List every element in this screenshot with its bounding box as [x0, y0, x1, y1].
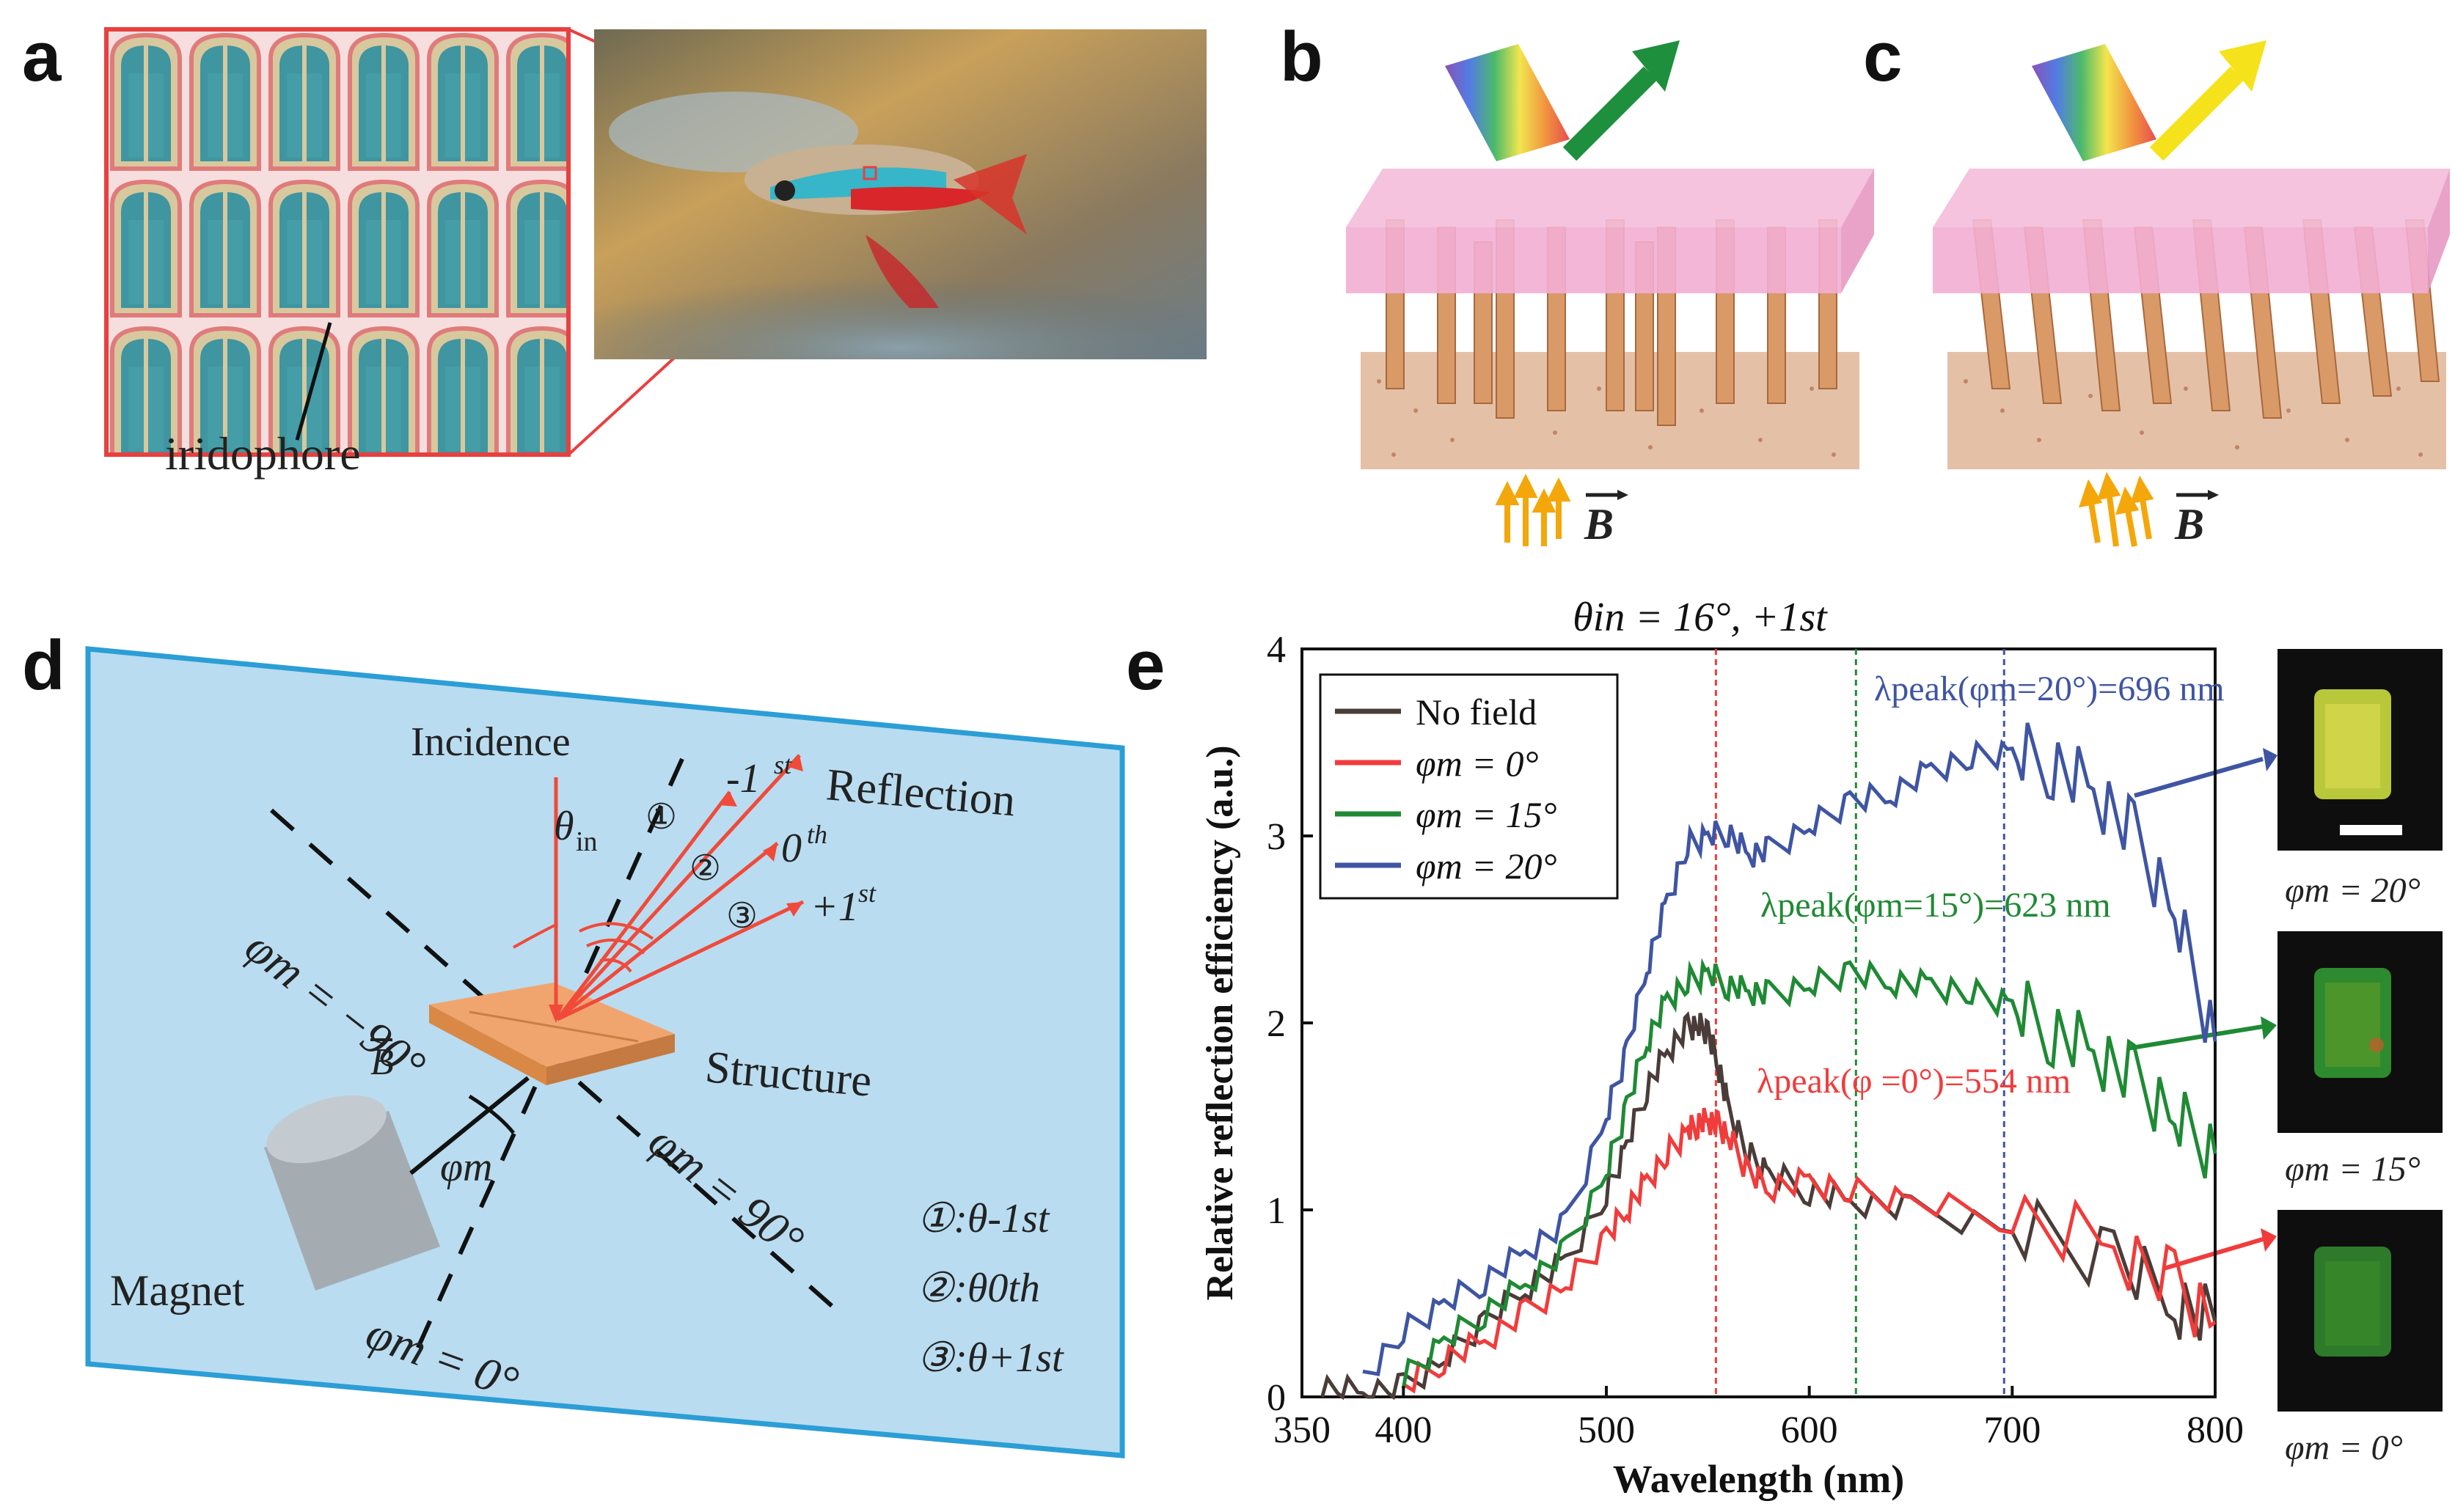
series-line-1 [1402, 1107, 2217, 1394]
order-label-minus1: -1 [726, 756, 761, 801]
panel-c-field-label: B [2174, 500, 2204, 548]
legend-label-2: φm = 15° [1416, 794, 1557, 835]
phi-m-angle-label: φm [440, 1145, 492, 1190]
series-line-2 [1401, 958, 2217, 1389]
legend-d-1: ①:θ-1st [917, 1196, 1050, 1241]
panel-letter-d: d [22, 626, 65, 705]
theta-in-sub: in [576, 826, 598, 857]
order-sup-plus1: st [858, 878, 877, 908]
y-axis-label: Relative reflection efficiency (a.u.) [1199, 745, 1241, 1300]
panel-letter-c: c [1863, 18, 1903, 96]
peak-annotation-2: λpeak(φ =0°)=554 nm [1757, 1062, 2071, 1101]
inset-label-15: φm = 15° [2285, 1150, 2421, 1189]
panel-letter-a: a [22, 18, 62, 96]
inset-label-20: φm = 20° [2285, 871, 2421, 910]
panel-d-diagram [85, 646, 1125, 1458]
x-tick-label-3: 600 [1781, 1409, 1838, 1451]
y-tick-label-0: 0 [1267, 1377, 1286, 1419]
legend-label-1: φm = 0° [1416, 743, 1539, 784]
panel-b-field-label: B [1584, 500, 1614, 548]
order-label-plus1: +1 [811, 884, 859, 930]
x-axis-label: Wavelength (nm) [1613, 1457, 1905, 1501]
x-tick-label-5: 800 [2187, 1409, 2244, 1451]
structure-block [429, 983, 675, 1085]
b-vector-label: B [370, 1041, 394, 1083]
y-tick-label-2: 2 [1267, 1003, 1286, 1045]
theta-in-label: θ [554, 804, 574, 849]
y-tick-label-3: 3 [1267, 816, 1286, 858]
peak-annotation-0: λpeak(φm=20°)=696 nm [1874, 669, 2225, 708]
order-num-3: ③ [726, 897, 758, 936]
y-tick-label-4: 4 [1267, 629, 1286, 671]
legend-d-2: ②:θ0th [917, 1266, 1040, 1311]
magnet-label: Magnet [110, 1266, 245, 1315]
order-sup-0: th [807, 820, 827, 849]
order-sup-minus1: st [774, 750, 792, 779]
x-tick-label-0: 350 [1273, 1409, 1331, 1451]
incidence-label: Incidence [411, 719, 571, 765]
panel-b-structure [1346, 40, 1874, 546]
inset-images [2277, 649, 2443, 1412]
legend-d-3: ③:θ+1st [917, 1335, 1064, 1381]
x-tick-label-1: 400 [1375, 1409, 1432, 1451]
peak-annotation-1: λpeak(φm=15°)=623 nm [1760, 886, 2111, 925]
panel-c-structure [1933, 40, 2450, 547]
panel-letter-e: e [1126, 626, 1166, 705]
iridophore-label: iridophore [165, 427, 361, 480]
series-line-3 [1362, 722, 2217, 1376]
y-tick-label-1: 1 [1267, 1190, 1286, 1232]
panel-letter-b: b [1280, 18, 1323, 96]
x-tick-label-4: 700 [1983, 1409, 2041, 1451]
order-num-1: ① [645, 798, 677, 837]
x-tick-label-2: 500 [1578, 1409, 1635, 1451]
order-num-2: ② [689, 849, 721, 888]
inset-label-0: φm = 0° [2285, 1428, 2403, 1467]
legend-label-3: φm = 20° [1416, 845, 1557, 887]
legend-label-0: No field [1416, 691, 1537, 733]
magnet-shape [264, 1076, 530, 1291]
order-label-0: 0 [781, 826, 802, 871]
chart-title: θin = 16°, +1st [1573, 595, 1828, 640]
